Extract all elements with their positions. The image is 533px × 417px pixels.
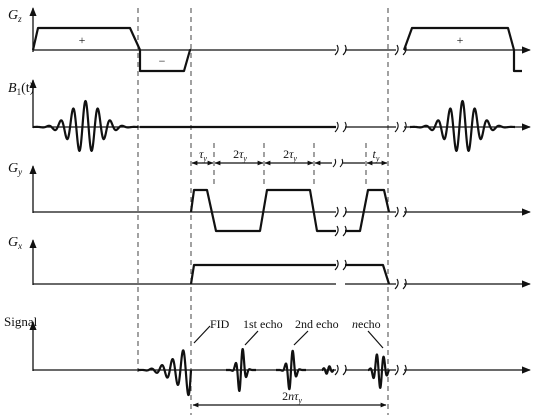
signal-label: Signal: [4, 314, 38, 329]
gx-waveform: [189, 263, 391, 285]
gz-sign-positive-repeat: +: [457, 33, 464, 47]
first-echo-signal: [225, 347, 257, 393]
fid-annotation: FID: [210, 317, 230, 331]
gy-interval-break: [332, 158, 344, 168]
gy-interval-label-2: 2τy: [233, 147, 247, 163]
nth-echo-annotation: necho: [352, 317, 381, 331]
gx-label: Gx: [8, 235, 22, 251]
gy-interval-label-1: τy: [199, 147, 207, 163]
b1-label: B1(t): [8, 81, 35, 97]
gz-waveform-left: [31, 26, 192, 73]
gx-row: Gx: [8, 235, 531, 290]
gy-interval-label-4: ty: [373, 147, 380, 163]
second-echo-annotation: 2nd echo: [295, 317, 339, 331]
second-echo-signal: [275, 349, 307, 391]
first-echo-annotation: 1st echo: [243, 317, 283, 331]
gy-waveform: [189, 188, 391, 233]
gy-interval-label-3: 2τy: [283, 147, 297, 163]
gz-sign-positive: +: [79, 33, 86, 47]
first-echo-leader: [244, 330, 259, 346]
fid-leader: [193, 325, 211, 344]
rf-pulse-excitation: [32, 99, 139, 152]
b1-axis-break: [334, 121, 407, 133]
timing-guides: [137, 8, 389, 415]
signal-axis-break: [334, 364, 407, 376]
total-interval-label: 2nτy: [282, 389, 302, 405]
gz-axis-break: [334, 44, 407, 56]
gy-axis-break: [334, 206, 407, 237]
intermediate-echo-signal: [320, 365, 336, 375]
signal-row: Signal FID 1st echo 2nd echo necho 2nτy: [4, 314, 531, 408]
gx-axis-break: [334, 259, 407, 290]
gz-row: Gz + − +: [8, 7, 531, 73]
fid-signal: [137, 349, 193, 397]
b1-row: B1(t): [8, 79, 531, 152]
nth-echo-leader: [367, 330, 384, 349]
rf-pulse-repeat: [409, 99, 516, 152]
second-echo-leader: [293, 330, 309, 346]
gy-label: Gy: [8, 161, 22, 177]
gz-sign-negative: −: [159, 54, 166, 68]
nth-echo-signal: [366, 353, 391, 389]
gz-label: Gz: [8, 8, 22, 24]
gy-row: Gy τy 2τy 2τy ty: [8, 143, 531, 237]
gz-waveform-right: [402, 26, 522, 73]
